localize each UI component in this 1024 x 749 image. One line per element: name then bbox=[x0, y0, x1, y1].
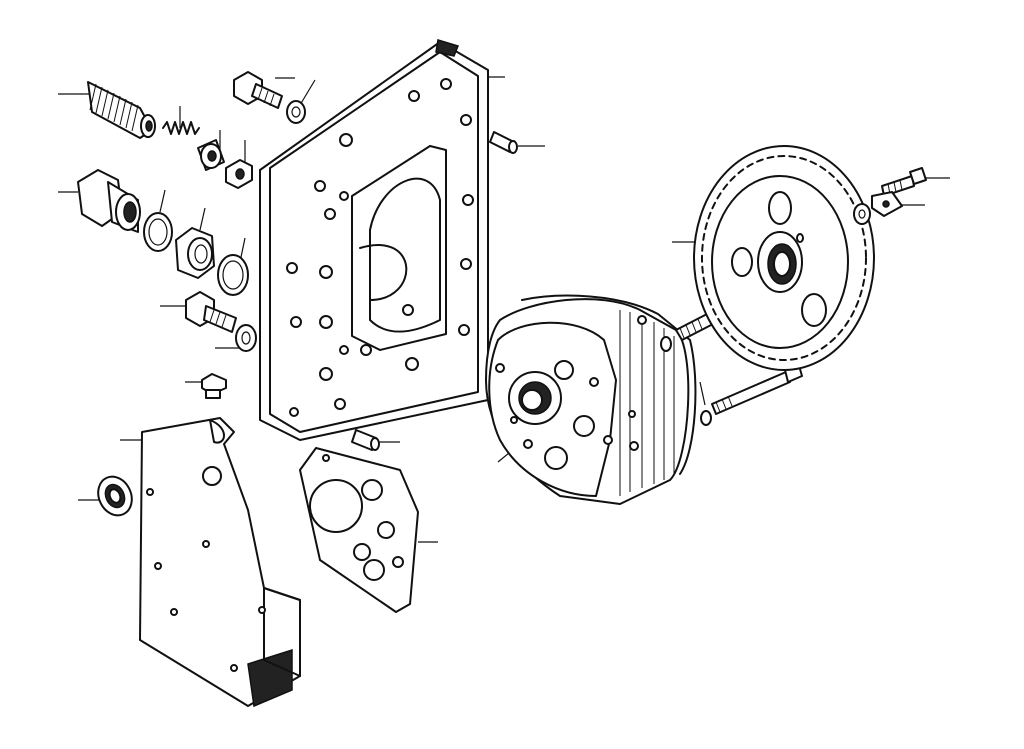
threaded-plug bbox=[87, 81, 156, 139]
gasket bbox=[299, 447, 419, 613]
mounting-bracket bbox=[139, 417, 301, 708]
mid-bolt bbox=[185, 291, 237, 333]
top-washer bbox=[286, 100, 306, 124]
low-washer bbox=[235, 324, 257, 352]
small-plug bbox=[201, 373, 227, 399]
pump-body bbox=[485, 294, 697, 505]
gear-bolt bbox=[881, 167, 927, 197]
cover-bolt-holes bbox=[286, 78, 474, 417]
leader-sealing-ring bbox=[159, 189, 166, 213]
dowel-pin-upper bbox=[489, 131, 518, 154]
drive-gear bbox=[693, 145, 875, 371]
leader-long-bolt-2 bbox=[699, 381, 706, 406]
bolt-washer-upper bbox=[660, 336, 672, 352]
leader-hex-nut bbox=[199, 207, 206, 231]
spring bbox=[162, 121, 200, 135]
dowel-pin-lower bbox=[351, 429, 380, 451]
leader-washer-top bbox=[299, 79, 316, 106]
valve-cap bbox=[197, 139, 225, 171]
small-nut bbox=[225, 159, 253, 189]
top-bolt bbox=[233, 71, 283, 109]
hex-nut bbox=[175, 227, 215, 279]
bolt-washer-lower bbox=[700, 410, 712, 426]
mid-washer bbox=[217, 254, 249, 296]
pump-cover-plate bbox=[259, 39, 489, 441]
lock-plate bbox=[871, 191, 903, 217]
gear-washer bbox=[853, 203, 871, 225]
sealing-ring bbox=[143, 212, 173, 252]
seal-ring bbox=[97, 475, 133, 517]
union-nut bbox=[77, 169, 141, 233]
